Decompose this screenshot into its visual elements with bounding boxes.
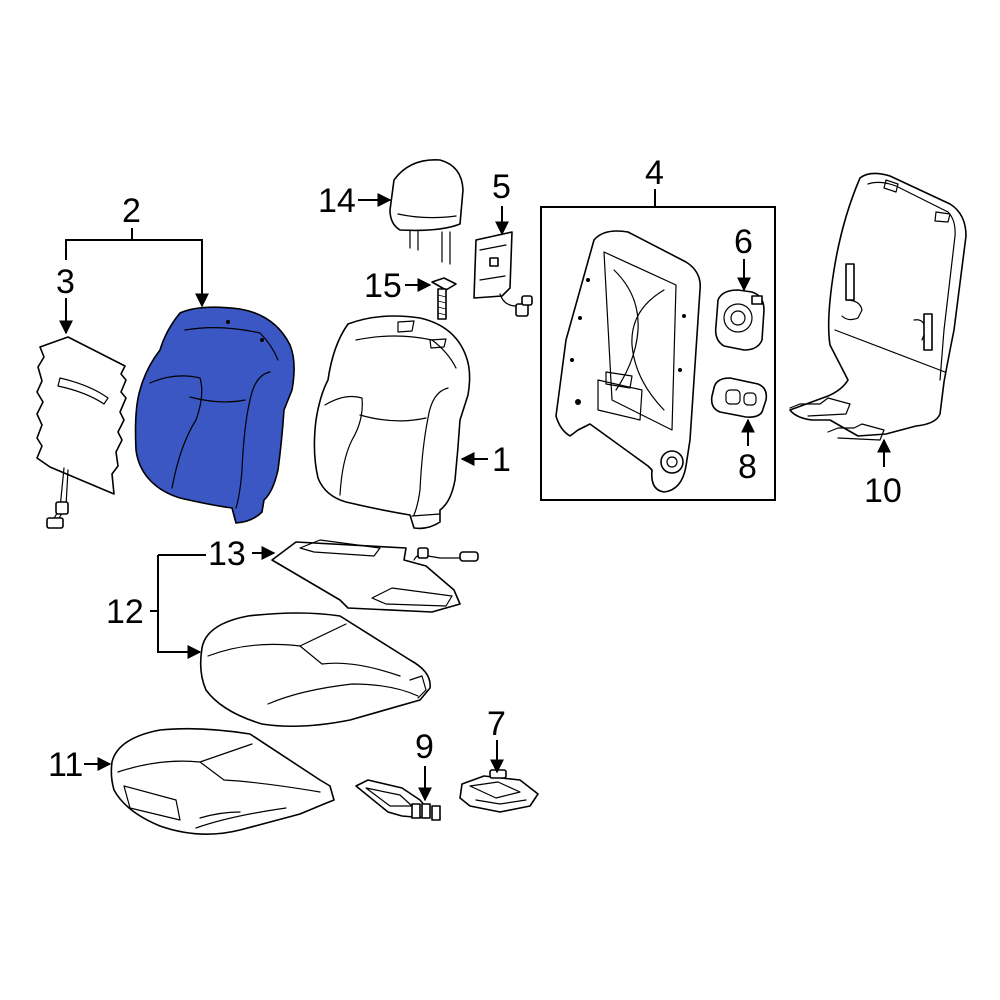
part-10-back-panel[interactable] xyxy=(789,172,967,441)
part-2-seat-back-cushion[interactable] xyxy=(134,306,295,524)
part-8-switch-bezel[interactable] xyxy=(710,377,768,418)
part-9-switch[interactable] xyxy=(355,779,441,821)
part-3-heater-mat[interactable] xyxy=(36,336,127,529)
part-11-seat-cushion-pad[interactable] xyxy=(110,727,335,835)
callout-7: 7 xyxy=(487,705,506,743)
part-5-side-airbag[interactable] xyxy=(473,231,533,317)
leader-lines xyxy=(59,189,891,802)
callout-4: 4 xyxy=(645,154,664,192)
part-6-recliner-motor[interactable] xyxy=(714,289,765,351)
part-15-bolt[interactable] xyxy=(431,277,457,320)
callout-9: 9 xyxy=(415,728,434,766)
part-14-headrest[interactable] xyxy=(389,159,464,265)
part-13-cushion-heater[interactable] xyxy=(271,539,479,613)
callout-2: 2 xyxy=(122,192,141,230)
group-box xyxy=(540,206,776,501)
highlighted-cushion xyxy=(134,306,295,524)
callout-13: 13 xyxy=(208,535,246,573)
callout-8: 8 xyxy=(738,448,757,486)
callout-11: 11 xyxy=(48,746,83,784)
seat-back-frame xyxy=(555,230,702,493)
callout-14: 14 xyxy=(318,182,356,220)
callout-10: 10 xyxy=(864,472,902,510)
callout-1: 1 xyxy=(492,441,511,479)
callout-3: 3 xyxy=(56,263,75,301)
callout-labels: 1 2 3 4 5 6 7 8 9 10 11 12 13 14 15 xyxy=(48,154,902,784)
part-7-control-module[interactable] xyxy=(459,769,539,813)
callout-15: 15 xyxy=(364,267,402,305)
callout-5: 5 xyxy=(492,168,511,206)
part-12-seat-cushion-assembly[interactable] xyxy=(199,612,431,728)
part-4-frame-group[interactable] xyxy=(540,206,776,501)
callout-6: 6 xyxy=(734,223,753,261)
part-1-seat-back-assembly[interactable] xyxy=(313,315,471,530)
callout-12: 12 xyxy=(106,593,144,631)
